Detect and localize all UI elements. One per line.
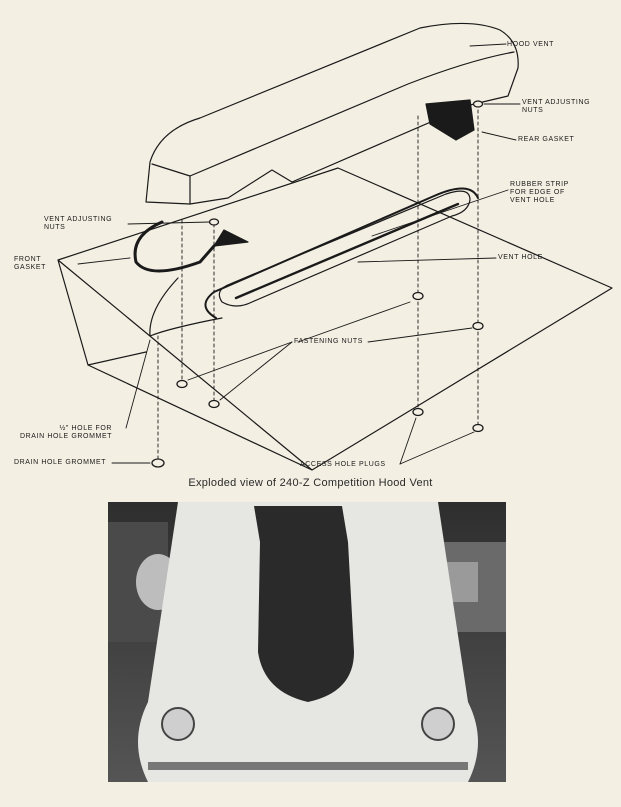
front-gasket [133, 220, 216, 273]
label-front-gasket: FRONT GASKET [14, 256, 46, 271]
label-rear-gasket: REAR GASKET [518, 136, 575, 143]
car-photo-image [108, 502, 506, 782]
hood-vent-body [145, 22, 519, 205]
label-vent-adjusting-nuts-front: VENT ADJUSTING NUTS [44, 216, 113, 231]
car-photo [108, 502, 506, 782]
label-drain-hole-size: ½" HOLE FOR DRAIN HOLE GROMMET [20, 425, 113, 440]
rear-gasket [425, 99, 475, 141]
label-vent-hole: VENT HOLE [498, 254, 543, 261]
label-fastening-nuts: FASTENING NUTS [294, 338, 364, 345]
label-drain-hole-grommet: DRAIN HOLE GROMMET [14, 459, 107, 466]
hood-panel [57, 167, 613, 471]
label-hood-vent: HOOD VENT [507, 41, 555, 48]
rubber-strip [204, 187, 479, 319]
figure-caption: Exploded view of 240-Z Competition Hood … [188, 477, 433, 489]
label-rubber-strip: RUBBER STRIP FOR EDGE OF VENT HOLE [510, 181, 569, 204]
exploded-view-diagram [57, 22, 613, 471]
label-vent-adjusting-nuts-rear: VENT ADJUSTING NUTS [522, 99, 591, 114]
label-access-hole-plugs: ACCESS HOLE PLUGS [300, 461, 386, 468]
